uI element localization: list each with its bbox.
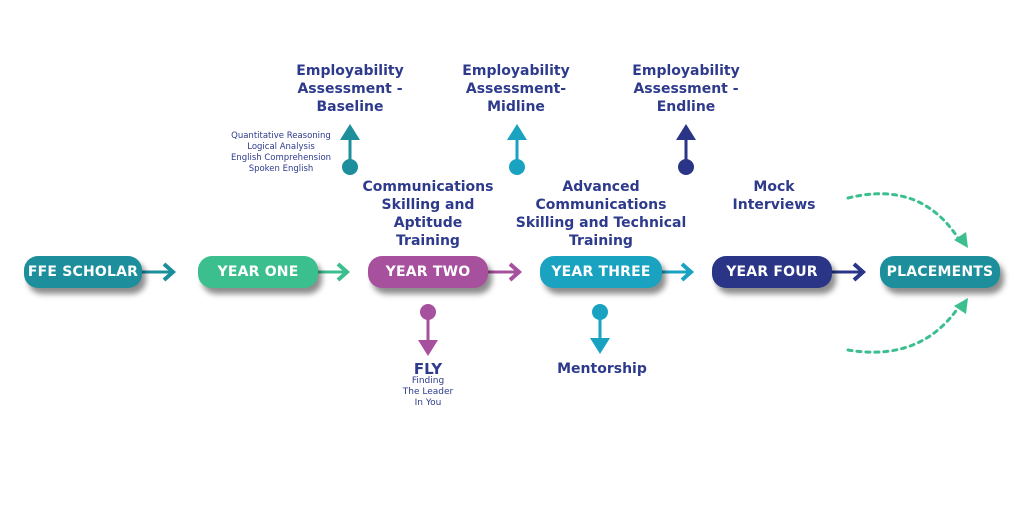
baseline-assessment-items: Quantitative Reasoning Logical Analysis … (218, 131, 344, 175)
year-two-training-label: Communications Skilling and Aptitude Tra… (362, 179, 494, 249)
arrow-year-two-to-three (488, 262, 523, 282)
up-arrow-endline-icon (676, 124, 696, 175)
stage-ffe-scholar: FFE SCHOLAR (24, 256, 142, 288)
midline-assessment-title: Employability Assessment- Midline (462, 63, 570, 115)
stage-year-three: YEAR THREE (540, 256, 662, 288)
baseline-item: English Comprehension (230, 153, 332, 163)
up-arrow-midline-icon (507, 124, 527, 175)
baseline-item: Quantitative Reasoning (231, 131, 331, 141)
fly-title: FLY (413, 360, 443, 378)
stage-placements: PLACEMENTS (880, 256, 1000, 288)
baseline-item: Spoken English (248, 164, 314, 174)
fly-subtitle: Finding The Leader In You (402, 376, 454, 408)
dotted-arrow-top (846, 192, 968, 248)
arrow-year-one-to-two (318, 262, 351, 282)
dotted-arrow-bottom (846, 298, 968, 354)
down-arrow-fly-icon (418, 304, 438, 356)
stage-year-four: YEAR FOUR (712, 256, 832, 288)
endline-assessment-title: Employability Assessment - Endline (632, 63, 740, 115)
down-arrow-mentorship-icon (590, 304, 610, 354)
mentorship-label: Mentorship (557, 361, 647, 377)
baseline-assessment-title: Employability Assessment - Baseline (296, 63, 404, 115)
stage-year-two: YEAR TWO (368, 256, 488, 288)
arrow-year-four-to-placements (832, 262, 867, 282)
year-four-activity-label: Mock Interviews (732, 179, 816, 213)
up-arrow-baseline-icon (340, 124, 360, 175)
stage-year-one: YEAR ONE (198, 256, 318, 288)
baseline-item: Logical Analysis (247, 142, 315, 152)
arrow-year-three-to-four (662, 262, 695, 282)
arrow-ffe-to-year-one (142, 262, 177, 282)
year-three-training-label: Advanced Communications Skilling and Tec… (515, 179, 687, 249)
